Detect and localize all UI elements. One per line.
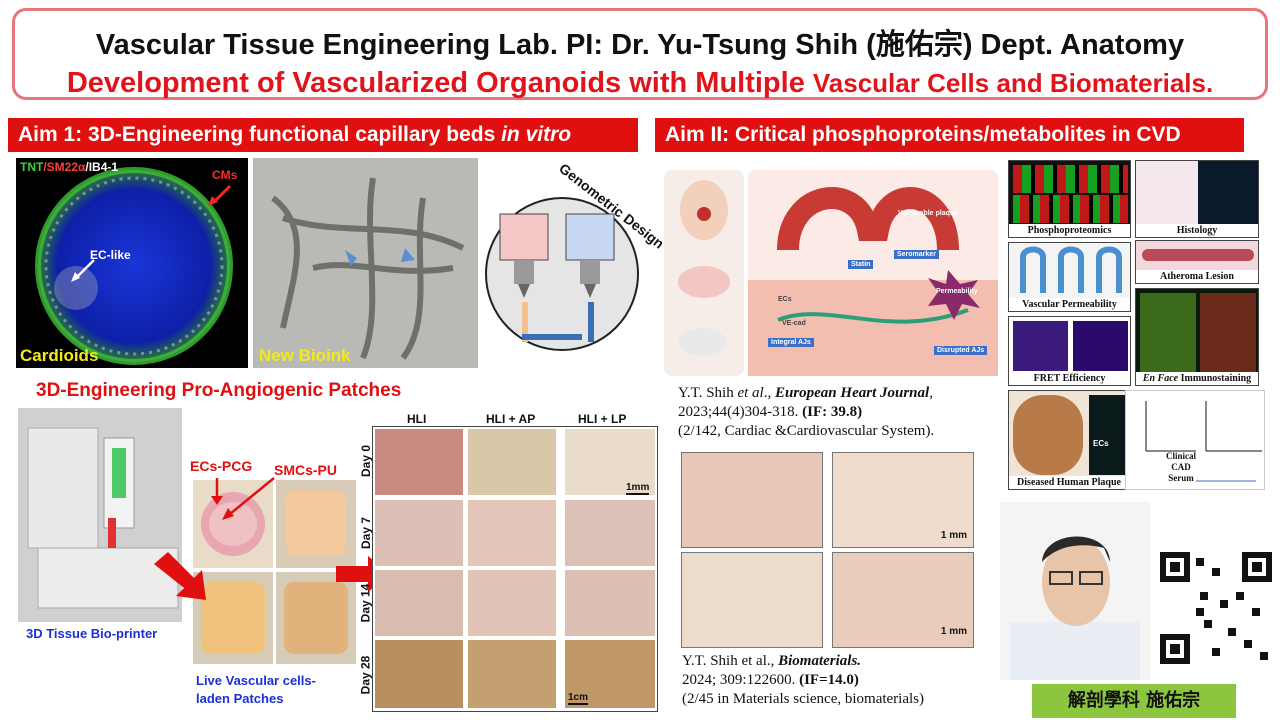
- hli-day28-hli: [375, 640, 463, 708]
- en-face-panel: En Face Immunostaining: [1135, 288, 1259, 386]
- tissue-scale-2: 1 mm: [940, 626, 967, 637]
- citation-biomaterials: Y.T. Shih et al., Biomaterials. 2024; 30…: [682, 653, 924, 707]
- citation-ehj: Y.T. Shih et al., European Heart Journal…: [678, 385, 935, 439]
- day7-label: Day 7: [359, 516, 374, 550]
- patch-ecs-pcg: [193, 480, 273, 568]
- plaque-ecs-label: ECs: [1093, 439, 1109, 448]
- title-box: Vascular Tissue Engineering Lab. PI: Dr.…: [12, 8, 1268, 100]
- day28-label: Day 28: [358, 655, 373, 695]
- hli-day14-hli: [375, 570, 463, 636]
- permeability-caption: Vascular Permeability: [1009, 298, 1130, 311]
- fret-caption: FRET Efficiency: [1009, 372, 1130, 385]
- hli-day0-ap: [468, 429, 556, 495]
- tissue-image-3: [681, 552, 823, 648]
- vecad-label: VE-cad: [782, 320, 806, 327]
- atheroma-panel: Atheroma Lesion: [1135, 240, 1259, 284]
- lab-title: Vascular Tissue Engineering Lab. PI: Dr.…: [95, 29, 1185, 61]
- hli-day0-lp: [565, 429, 655, 495]
- day14-label: Day 14: [358, 583, 373, 623]
- project-title-main: Development of Vascularized Organoids wi…: [66, 67, 813, 99]
- statin-label: Statin: [848, 260, 874, 269]
- patch-combined-2: [276, 572, 356, 664]
- cms-arrow-icon: [208, 184, 232, 206]
- fret-panel: FRET Efficiency: [1008, 316, 1131, 386]
- smcs-pu-label: SMCs-PU: [274, 462, 338, 478]
- patches-title: 3D-Engineering Pro-Angiogenic Patches: [36, 380, 402, 401]
- tissue-scale-1: 1 mm: [940, 530, 967, 541]
- ecs-label: ECs: [778, 296, 792, 303]
- patch-smcs-pu: [276, 480, 356, 568]
- ec-like-label: EC-like: [90, 248, 131, 262]
- stain-legend: TNT/SM22α/IB4-1: [20, 160, 119, 174]
- qr-code[interactable]: [1156, 548, 1276, 668]
- geometric-design-graphic: Genometric Design: [480, 160, 667, 372]
- atheroma-caption: Atheroma Lesion: [1136, 270, 1258, 283]
- bioink-image: New Bioink: [253, 158, 478, 368]
- integral-label: Integral AJs: [768, 338, 814, 347]
- hli-day14-ap: [468, 570, 556, 636]
- bioink-network-graphic: [271, 177, 465, 360]
- seromarker-label: Seromarker: [894, 250, 939, 259]
- aim1-banner: Aim 1: 3D-Engineering functional capilla…: [8, 118, 638, 152]
- project-title: Development of Vascularized Organoids wi…: [15, 67, 1265, 100]
- permeability-label: Permeability: [936, 288, 978, 295]
- col-hli: HLI: [407, 412, 427, 426]
- tissue-image-1: [681, 452, 823, 548]
- cardioids-label: Cardioids: [20, 346, 99, 365]
- ecs-pcg-label: ECs-PCG: [190, 458, 253, 474]
- vessel-panel: Vulnerable plaque Seromarker Statin Perm…: [748, 170, 998, 376]
- red-arrow-down-icon: [154, 552, 206, 600]
- human-plaque-panel: ECs Diseased Human Plaque: [1008, 390, 1130, 490]
- col-hli-lp: HLI + LP: [578, 412, 627, 426]
- phosphoproteomics-caption: Phosphoproteomics: [1009, 224, 1130, 237]
- phosphoproteomics-panel: Phosphoproteomics: [1008, 160, 1131, 238]
- new-bioink-label: New Bioink: [259, 346, 351, 365]
- scale-1mm: 1mm: [626, 482, 650, 495]
- hli-day0-hli: [375, 429, 463, 495]
- cms-label: CMs: [212, 168, 238, 182]
- pi-portrait: [1000, 502, 1150, 680]
- en-face-caption: En Face Immunostaining: [1136, 372, 1258, 385]
- smcs-pointer-arrow-icon: [222, 477, 275, 520]
- project-title-tail: Vascular Cells and Biomaterials.: [812, 68, 1214, 98]
- disrupted-label: Disrupted AJs: [934, 346, 988, 355]
- aim1-title-italic: in vitro: [501, 123, 572, 146]
- cvd-mechanism-diagram: Vulnerable plaque Seromarker Statin Perm…: [664, 170, 998, 376]
- tissue-image-4: 1 mm: [832, 552, 974, 648]
- aim2-banner: Aim II: Critical phosphoproteins/metabol…: [655, 118, 1244, 152]
- hli-day14-lp: [565, 570, 655, 636]
- aim1-title: Aim 1: 3D-Engineering functional capilla…: [18, 123, 502, 146]
- cardioid-organoid-graphic: [35, 167, 233, 365]
- hli-day28-ap: [468, 640, 556, 708]
- histology-caption: Histology: [1136, 224, 1258, 237]
- bioprinter-image: [18, 408, 182, 622]
- permeability-panel: Vascular Permeability: [1008, 242, 1131, 312]
- ec-like-arrow-icon: [71, 259, 95, 282]
- name-badge: 解剖學科 施佑宗: [1032, 684, 1236, 718]
- cardioid-image: TNT/SM22α/IB4-1 CMs EC-like Cardioids: [16, 158, 248, 368]
- bioprinter-label: 3D Tissue Bio-printer: [26, 626, 158, 641]
- hli-day28-lp: [565, 640, 655, 708]
- vulnerable-label: Vulnerable plaque: [898, 210, 959, 217]
- col-hli-ap: HLI + AP: [486, 412, 536, 426]
- patch-combined-1: [193, 572, 273, 664]
- hli-day7-lp: [565, 500, 655, 566]
- day0-label: Day 0: [359, 444, 374, 478]
- hli-day7-ap: [468, 500, 556, 566]
- tissue-image-2: 1 mm: [832, 452, 974, 548]
- histology-panel: Histology: [1135, 160, 1259, 238]
- model-organisms: [664, 170, 744, 376]
- scale-1cm: 1cm: [568, 692, 589, 705]
- live-patches-label: Live Vascular cells-laden Patches: [196, 673, 316, 706]
- human-plaque-caption: Diseased Human Plaque: [1009, 476, 1129, 489]
- hli-day7-hli: [375, 500, 463, 566]
- ecs-pointer-arrow-icon: [211, 478, 223, 505]
